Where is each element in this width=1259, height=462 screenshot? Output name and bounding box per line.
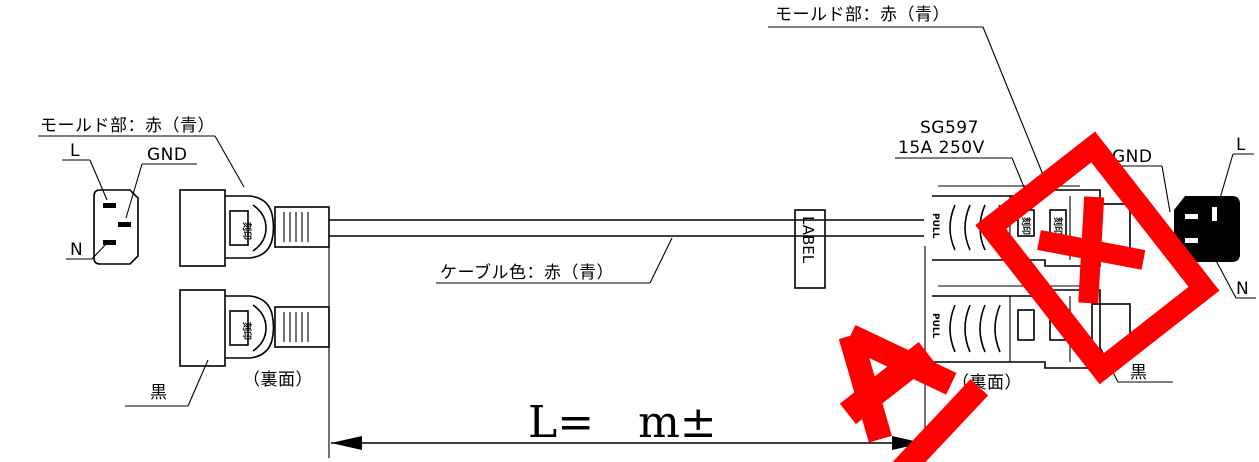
right-socket-icon [1174,196,1240,262]
right-L-label: L [1236,135,1246,155]
label-box: LABEL [794,209,826,289]
model-leader [895,157,1027,193]
left-plug-bottom: 刻印 [179,289,330,367]
left-N-label: N [70,240,83,260]
length-formula: L= m± [528,397,717,448]
left-GND-label: GND [147,145,187,165]
left-top-stamp: 刻印 [241,222,253,240]
rating-label: 15A 250V [898,138,985,158]
left-black-leader [125,359,209,407]
cable-color-leader [436,237,673,284]
left-mold-leader [38,135,245,188]
left-L-label: L [70,141,80,161]
label-box-text: LABEL [799,216,817,264]
right-top-stamp-2: 刻印 [1052,217,1064,235]
right-N-label: N [1236,279,1249,299]
left-back-label: （裏面） [243,369,313,390]
left-black-label: 黒 [150,383,168,403]
reference-watermark [838,131,1220,462]
right-top-pull: PULL [930,213,940,239]
right-GND-label: GND [1112,147,1152,167]
left-bottom-stamp: 刻印 [241,322,253,340]
right-mold-leader [768,26,1051,193]
left-mold-label: モールド部：赤（青） [40,116,215,136]
left-plug-top: 刻印 [179,189,330,267]
right-top-stamp-1: 刻印 [1020,217,1032,235]
model-label: SG597 [920,118,979,138]
right-bottom-pull: PULL [930,313,940,339]
cable [329,219,924,237]
right-black-label: 黒 [1130,363,1148,383]
left-inlet-leaders [62,159,197,260]
right-mold-label: モールド部：赤（青） [775,5,950,25]
left-inlet-icon [93,189,139,265]
cable-color-label: ケーブル色：赤（青） [440,262,614,283]
